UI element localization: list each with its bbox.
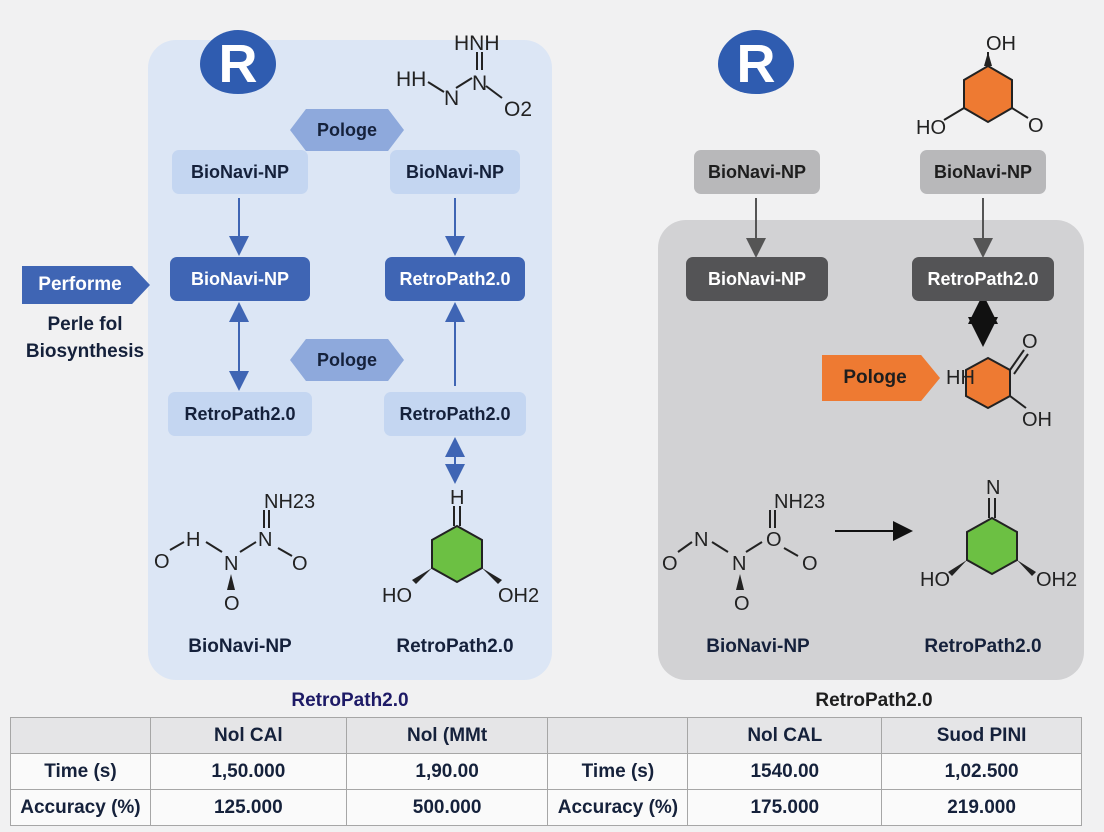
r-logo-icon: R [718,30,794,94]
svg-text:R: R [737,34,776,94]
svg-text:N: N [444,87,459,110]
comparison-table: Nol CAl Nol (MMt Nol CAL Suod PINI Time … [10,717,1082,826]
svg-text:N: N [224,553,238,575]
table-header-row: Nol CAl Nol (MMt Nol CAL Suod PINI [10,717,1082,754]
molecule-icon: NH23 O N N O O [662,491,825,590]
table-header-cell: Nol CAL [687,717,883,754]
performe-button[interactable]: Performe [22,266,150,304]
svg-text:O: O [662,553,678,575]
retropath-node-mid-right-right[interactable]: RetroPath2.0 [912,257,1054,301]
table-cell: 175.000 [687,789,883,826]
right-caption-retropath: RetroPath2.0 [924,636,1042,657]
table-header-cell [547,717,689,754]
right-caption-bionavi: BioNavi-NP [706,636,810,657]
bionavi-node-top-left[interactable]: BioNavi-NP [172,150,308,194]
svg-text:H: H [450,487,464,509]
svg-text:O: O [802,553,818,575]
svg-text:HH: HH [396,68,426,91]
table-cell: 1,02.500 [881,753,1082,790]
svg-text:NH23: NH23 [774,491,825,513]
svg-text:OH: OH [1022,409,1052,431]
table-header-cell: Nol CAl [149,717,347,754]
svg-text:O: O [734,593,750,615]
bionavi-node-mid-left[interactable]: BioNavi-NP [170,257,310,301]
table-cell: 1,50.000 [149,753,347,790]
pologe-tag-orange[interactable]: Pologe [822,355,940,401]
hexagon-ring-icon: O HH OH [946,331,1052,431]
side-label-line2: Biosynthesis [25,341,145,362]
table-cell: 500.000 [345,789,549,826]
molecule-label-overlay: O [734,593,750,615]
pologe-tag-mid[interactable]: Pologe [290,339,404,381]
svg-text:OH2: OH2 [498,585,539,607]
molecule-icon: HNH HH N N O2 [396,32,532,121]
svg-text:O: O [292,553,308,575]
table-cell: 125.000 [149,789,347,826]
svg-text:N: N [258,529,272,551]
svg-text:HNH: HNH [454,32,500,55]
table-cell: 1540.00 [687,753,883,790]
bionavi-node-top-left-right[interactable]: BioNavi-NP [694,150,820,194]
bionavi-node-top-right-right[interactable]: BioNavi-NP [920,150,1046,194]
hexagon-ring-icon: OH HO O [916,33,1044,139]
svg-text:OH: OH [986,33,1016,55]
svg-text:N: N [472,72,487,95]
bionavi-node-top-right[interactable]: BioNavi-NP [390,150,520,194]
table-row: Accuracy (%) 125.000 500.000 Accuracy (%… [10,789,1082,826]
hexagon-ring-icon: N HO OH2 [920,477,1077,591]
bionavi-node-mid-left-right[interactable]: BioNavi-NP [686,257,828,301]
svg-text:OH2: OH2 [1036,569,1077,591]
left-footer-title: RetroPath2.0 [291,690,409,711]
side-label-line1: Perle fol [47,314,123,335]
left-caption-bionavi: BioNavi-NP [188,636,292,657]
svg-text:O: O [224,593,240,615]
svg-text:N: N [986,477,1000,499]
table-cell: Time (s) [10,753,151,790]
svg-text:O: O [1022,331,1038,353]
svg-text:HH: HH [946,367,975,389]
table-header-cell [10,717,151,754]
retropath-node-mid-right[interactable]: RetroPath2.0 [385,257,525,301]
svg-text:O: O [1028,115,1044,137]
svg-text:O: O [766,529,782,551]
table-cell: Time (s) [547,753,689,790]
svg-text:N: N [694,529,708,551]
table-cell: Accuracy (%) [547,789,689,826]
table-cell: Accuracy (%) [10,789,151,826]
table-header-cell: Nol (MMt [345,717,549,754]
svg-text:HO: HO [916,117,946,139]
table-row: Time (s) 1,50.000 1,90.00 Time (s) 1540.… [10,753,1082,790]
svg-text:R: R [219,34,258,94]
retropath-node-bottom-left[interactable]: RetroPath2.0 [168,392,312,436]
retropath-node-bottom-right[interactable]: RetroPath2.0 [384,392,526,436]
table-header-cell: Suod PINI [881,717,1082,754]
left-caption-retropath: RetroPath2.0 [396,636,514,657]
svg-text:O2: O2 [504,98,532,121]
hexagon-ring-icon: H HO OH2 [382,487,539,607]
svg-text:NH23: NH23 [264,491,315,513]
table-cell: 219.000 [881,789,1082,826]
r-logo-icon: R [200,30,276,94]
svg-text:O: O [154,551,170,573]
table-cell: 1,90.00 [345,753,549,790]
pologe-tag-top[interactable]: Pologe [290,109,404,151]
svg-text:HO: HO [382,585,412,607]
svg-text:HO: HO [920,569,950,591]
molecule-icon: NH23 O H N N O O [154,491,315,615]
svg-text:N: N [732,553,746,575]
right-footer-title: RetroPath2.0 [815,690,933,711]
svg-text:H: H [186,529,200,551]
